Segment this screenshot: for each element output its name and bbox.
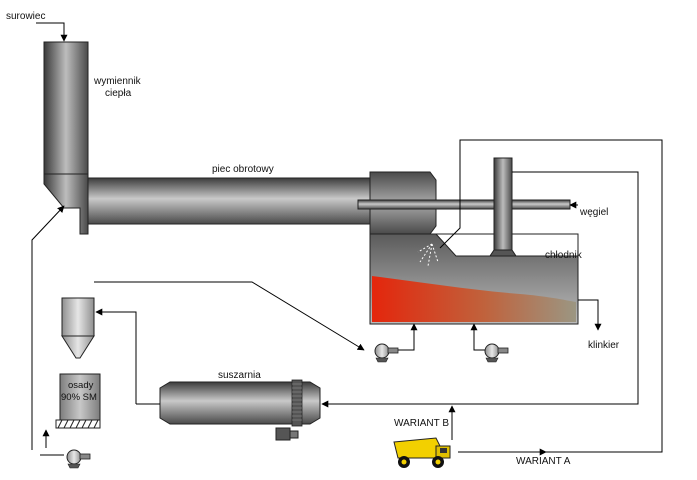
rotary-kiln xyxy=(87,177,373,225)
sludge-label-line2: 90% SM xyxy=(61,392,97,403)
tertiary-air-loop xyxy=(439,139,663,453)
raw-material-label: surowiec xyxy=(6,11,46,22)
sludge-label-line1: osady xyxy=(68,380,94,391)
dump-truck-icon xyxy=(393,437,451,468)
heat-exchanger-tower xyxy=(43,41,89,235)
fan-icon xyxy=(374,343,399,363)
fan-icon xyxy=(484,343,509,363)
raw-material-arrow xyxy=(36,22,68,42)
variant-b-label: WARIANT B xyxy=(394,418,450,429)
dust-spray-icon xyxy=(417,243,439,267)
hot-gas-to-dryer-line xyxy=(321,171,639,408)
heat-exchanger-label-line1: wymiennik xyxy=(94,76,141,87)
return-air-line xyxy=(31,205,65,450)
dryer-drum xyxy=(159,379,321,441)
clinker-arrow xyxy=(578,299,602,331)
coal-burner-pipe xyxy=(357,199,571,210)
cooler-label: chłodnik xyxy=(545,250,582,261)
rotary-kiln-label: piec obrotowy xyxy=(212,164,274,175)
hot-clinker-bed xyxy=(372,276,576,322)
clinker-label: klinkier xyxy=(588,340,620,351)
flow-lines xyxy=(31,22,663,456)
coal-label: węgiel xyxy=(580,207,609,218)
heat-exchanger-label-line2: ciepła xyxy=(105,88,132,99)
variant-a-label: WARIANT A xyxy=(516,456,571,467)
fan-icon xyxy=(66,449,91,469)
tertiary-air-duct xyxy=(489,157,517,257)
cooler xyxy=(369,233,579,325)
sludge-bin xyxy=(55,373,101,429)
cyclone-separator xyxy=(61,297,95,359)
cooler-exhaust-line xyxy=(94,281,365,351)
dryer-label: suszarnia xyxy=(218,370,261,381)
dryer-to-cyclone-line xyxy=(95,308,137,404)
